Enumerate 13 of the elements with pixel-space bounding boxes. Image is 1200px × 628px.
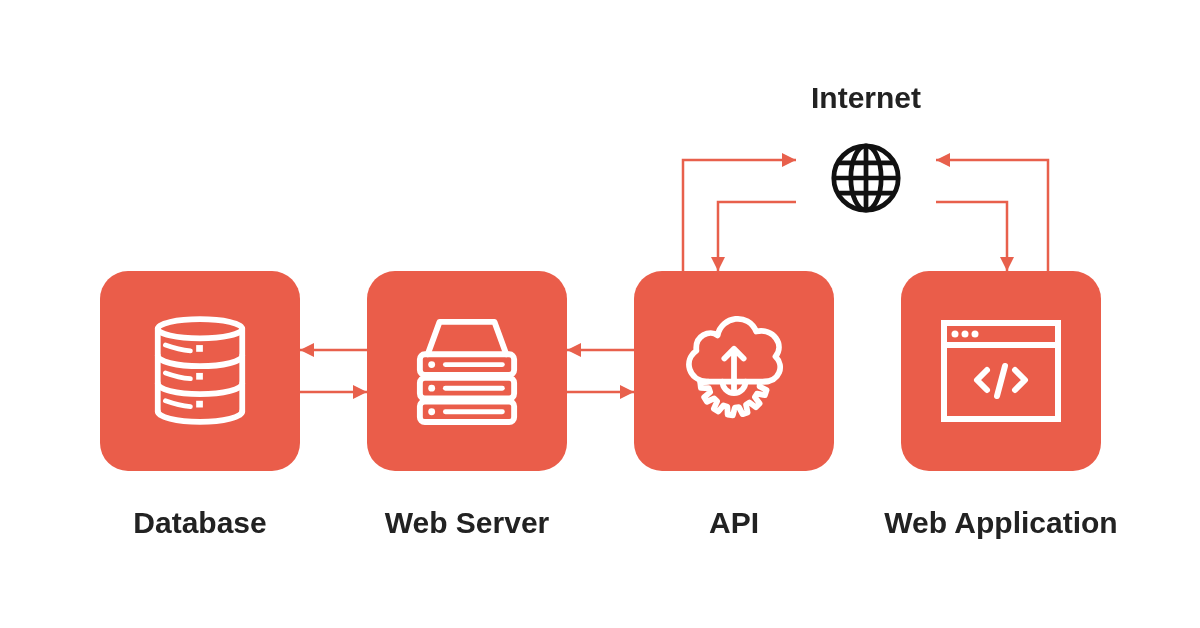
connector-arrow (711, 200, 796, 271)
connector-arrow (300, 343, 367, 357)
node-label: Database (133, 505, 267, 541)
node-label: Internet (811, 80, 921, 116)
connector-arrow (936, 200, 1014, 271)
node-label: API (709, 505, 759, 541)
connector-arrow (300, 385, 367, 399)
connector-arrow (936, 153, 1050, 271)
connector-arrow (567, 385, 634, 399)
node-label: Web Application (884, 505, 1118, 541)
connector-arrow (567, 343, 634, 357)
node-label: Web Server (384, 505, 550, 541)
connector-arrow (681, 153, 796, 271)
